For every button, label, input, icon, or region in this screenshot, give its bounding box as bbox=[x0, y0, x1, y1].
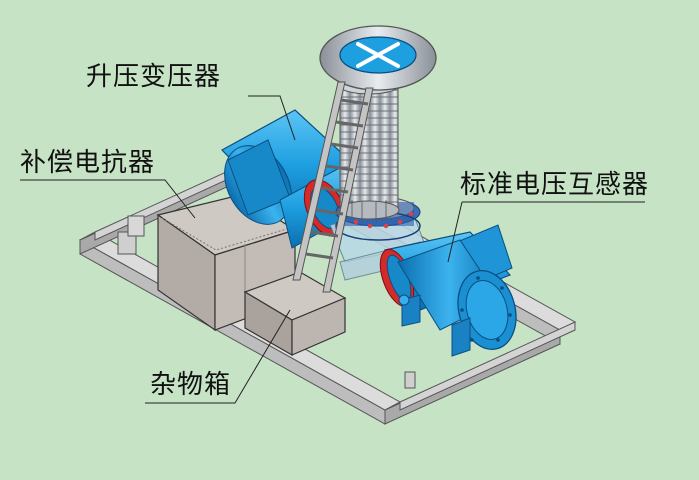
label-storage-box: 杂物箱 bbox=[150, 370, 232, 400]
ladder bbox=[292, 81, 374, 293]
label-compensation-reactor: 补偿电抗器 bbox=[20, 148, 156, 178]
leader-lines bbox=[20, 95, 645, 404]
storage-box bbox=[243, 271, 347, 357]
corona-ring bbox=[319, 25, 437, 91]
standard-voltage-transformer-tank bbox=[379, 224, 517, 357]
label-step-up-transformer: 升压变压器 bbox=[86, 62, 222, 92]
label-standard-voltage-transformer: 标准电压互感器 bbox=[460, 170, 650, 200]
